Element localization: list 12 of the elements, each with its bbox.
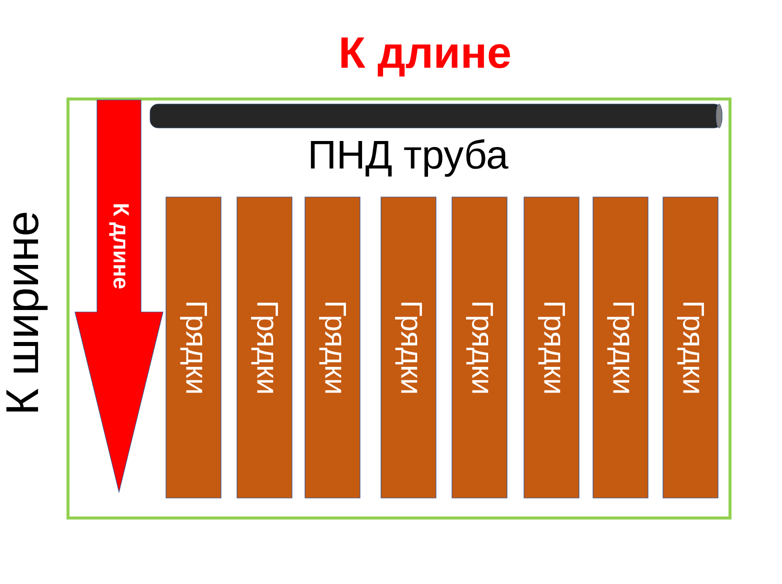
garden-bed: Грядки bbox=[380, 196, 436, 498]
garden-bed: Грядки bbox=[166, 196, 222, 498]
side-label: К ширине bbox=[6, 212, 48, 412]
garden-bed: Грядки bbox=[662, 196, 718, 498]
garden-bed: Грядки bbox=[236, 196, 292, 498]
garden-bed: Грядки bbox=[304, 196, 360, 498]
field-outline bbox=[66, 98, 732, 520]
title: К длине bbox=[341, 37, 510, 77]
node-label: ПНД труба bbox=[310, 139, 508, 177]
garden-bed: Грядки bbox=[524, 196, 580, 498]
garden-bed: Грядки bbox=[452, 196, 508, 498]
garden-bed: Грядки bbox=[592, 196, 648, 498]
